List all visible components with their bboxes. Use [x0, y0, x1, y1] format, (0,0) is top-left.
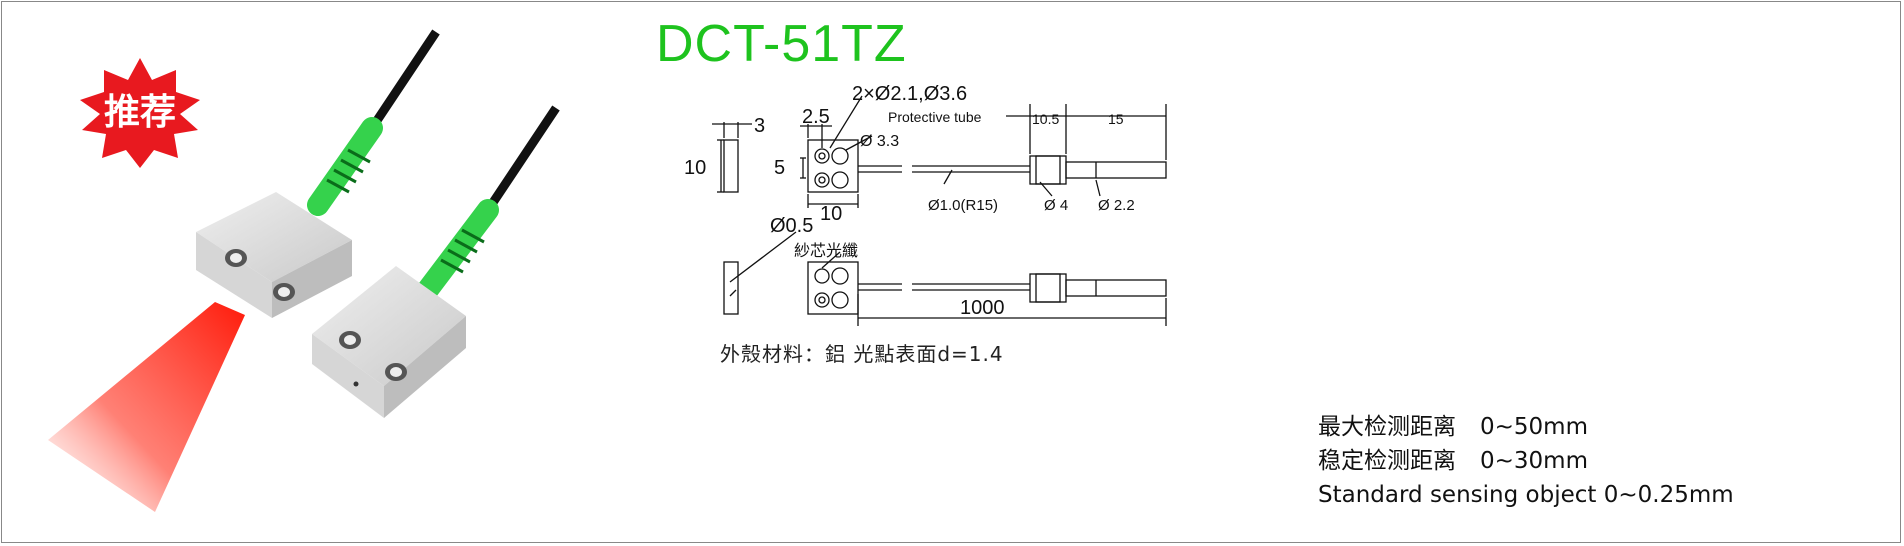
- light-beam: [48, 302, 245, 512]
- product-illustration: 推荐: [48, 29, 560, 512]
- material-note: 外殼材料：鋁 光點表面d=1.4: [720, 342, 1004, 366]
- recommend-badge: 推荐: [80, 58, 200, 168]
- spec-label: 最大检测距离: [1318, 414, 1456, 440]
- spec-value: 0~50mm: [1480, 414, 1588, 440]
- spec-list: 最大检测距离 0~50mm 稳定检测距离 0~30mm Standard sensi…: [1318, 410, 1734, 512]
- spec-max-distance: 最大检测距离 0~50mm: [1318, 410, 1734, 444]
- spec-value: 0~30mm: [1480, 448, 1588, 474]
- model-title: DCT-51TZ: [656, 15, 907, 73]
- spec-standard-object: Standard sensing object 0~0.25mm: [1318, 478, 1734, 512]
- sensor-block-right: [312, 266, 466, 418]
- spec-value: 0~0.25mm: [1603, 482, 1734, 508]
- sensor-block-left: [196, 192, 352, 318]
- spec-stable-distance: 稳定检测距离 0~30mm: [1318, 444, 1734, 478]
- badge-text: 推荐: [104, 92, 176, 133]
- spec-label: 稳定检测距离: [1318, 448, 1456, 474]
- spec-label: Standard sensing object: [1318, 482, 1597, 508]
